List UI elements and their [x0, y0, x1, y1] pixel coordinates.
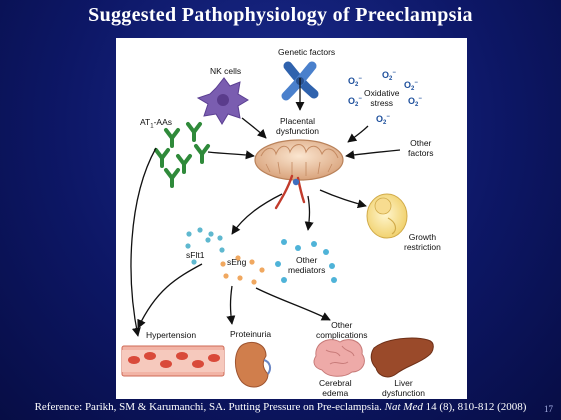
growth-restriction-line2: restriction	[404, 242, 441, 252]
other-mediators-line1: Other	[296, 255, 318, 265]
other-factors-line2: factors	[408, 148, 434, 158]
sflt1-label: sFlt1	[186, 250, 205, 260]
sflt1-dots	[185, 227, 225, 265]
placental-dysfunction-label: Placental dysfunction	[276, 116, 319, 136]
reference-volume: 14 (8), 810-812 (2008)	[425, 401, 527, 413]
oxidative-stress-line1: Oxidative	[364, 88, 400, 98]
at1-aas-suffix: -AAs	[153, 117, 172, 127]
other-mediators-label: Other mediators	[288, 255, 325, 275]
reference-text: Reference: Parikh, SM & Karumanchi, SA. …	[34, 401, 382, 413]
other-complications-line1: Other	[331, 320, 353, 330]
seng-label: sEng	[227, 257, 247, 267]
brain-icon	[313, 339, 365, 377]
nk-cell-icon	[196, 77, 249, 125]
growth-restriction-label: Growth restriction	[404, 232, 441, 252]
antibody-icon	[154, 122, 210, 188]
placental-dysfunction-line2: dysfunction	[276, 126, 319, 136]
cerebral-edema-line1: Cerebral	[319, 378, 352, 388]
liver-icon	[370, 337, 434, 378]
diagram-arrows	[130, 78, 401, 337]
liver-dysfunction-label: Liver dysfunction	[382, 378, 425, 398]
other-factors-line1: Other	[410, 138, 432, 148]
svg-text:O2−: O2−	[382, 70, 396, 82]
svg-text:O2−: O2−	[404, 80, 418, 92]
placental-dysfunction-line1: Placental	[280, 116, 315, 126]
other-factors-label: Other factors	[408, 138, 434, 158]
reference-citation: Reference: Parikh, SM & Karumanchi, SA. …	[4, 401, 557, 413]
oxidative-stress-label: Oxidative stress	[364, 88, 399, 108]
reference-journal: Nat Med	[384, 401, 423, 413]
hypertension-label: Hypertension	[146, 330, 197, 340]
svg-text:O2−: O2−	[376, 114, 390, 126]
placenta-icon	[254, 139, 344, 210]
at1-aas-prefix: AT	[140, 117, 151, 127]
fetus-icon	[366, 193, 408, 239]
nk-cells-label: NK cells	[210, 66, 242, 76]
other-complications-label: Other complications	[316, 320, 368, 340]
seng-dots	[220, 255, 265, 285]
growth-restriction-line1: Growth	[408, 232, 437, 242]
mediator-dots	[275, 239, 337, 283]
at1-aas-subscript: 1	[150, 123, 154, 130]
svg-text:O2−: O2−	[408, 96, 422, 108]
proteinuria-label: Proteinuria	[230, 329, 272, 339]
other-mediators-line2: mediators	[288, 265, 326, 275]
slide-number: 17	[544, 404, 553, 414]
at1-aas-label: AT1-AAs	[140, 117, 172, 132]
liver-dysfunction-line1: Liver	[394, 378, 413, 388]
kidney-icon	[235, 342, 272, 388]
genetic-factors-label: Genetic factors	[278, 47, 336, 57]
cerebral-edema-line2: edema	[322, 388, 349, 398]
cerebral-edema-label: Cerebral edema	[319, 378, 352, 398]
slide-title: Suggested Pathophysiology of Preeclampsi…	[88, 4, 473, 26]
other-complications-line2: complications	[316, 330, 368, 340]
oxidative-stress-line2: stress	[370, 98, 394, 108]
liver-dysfunction-line2: dysfunction	[382, 388, 425, 398]
diagram-panel: O2− O2− O2− O2− O2− O2−	[116, 38, 467, 399]
svg-text:O2−: O2−	[348, 96, 362, 108]
blood-vessel-icon	[121, 345, 225, 377]
svg-text:O2−: O2−	[348, 76, 362, 88]
pathophysiology-diagram: O2− O2− O2− O2− O2− O2−	[121, 61, 434, 388]
